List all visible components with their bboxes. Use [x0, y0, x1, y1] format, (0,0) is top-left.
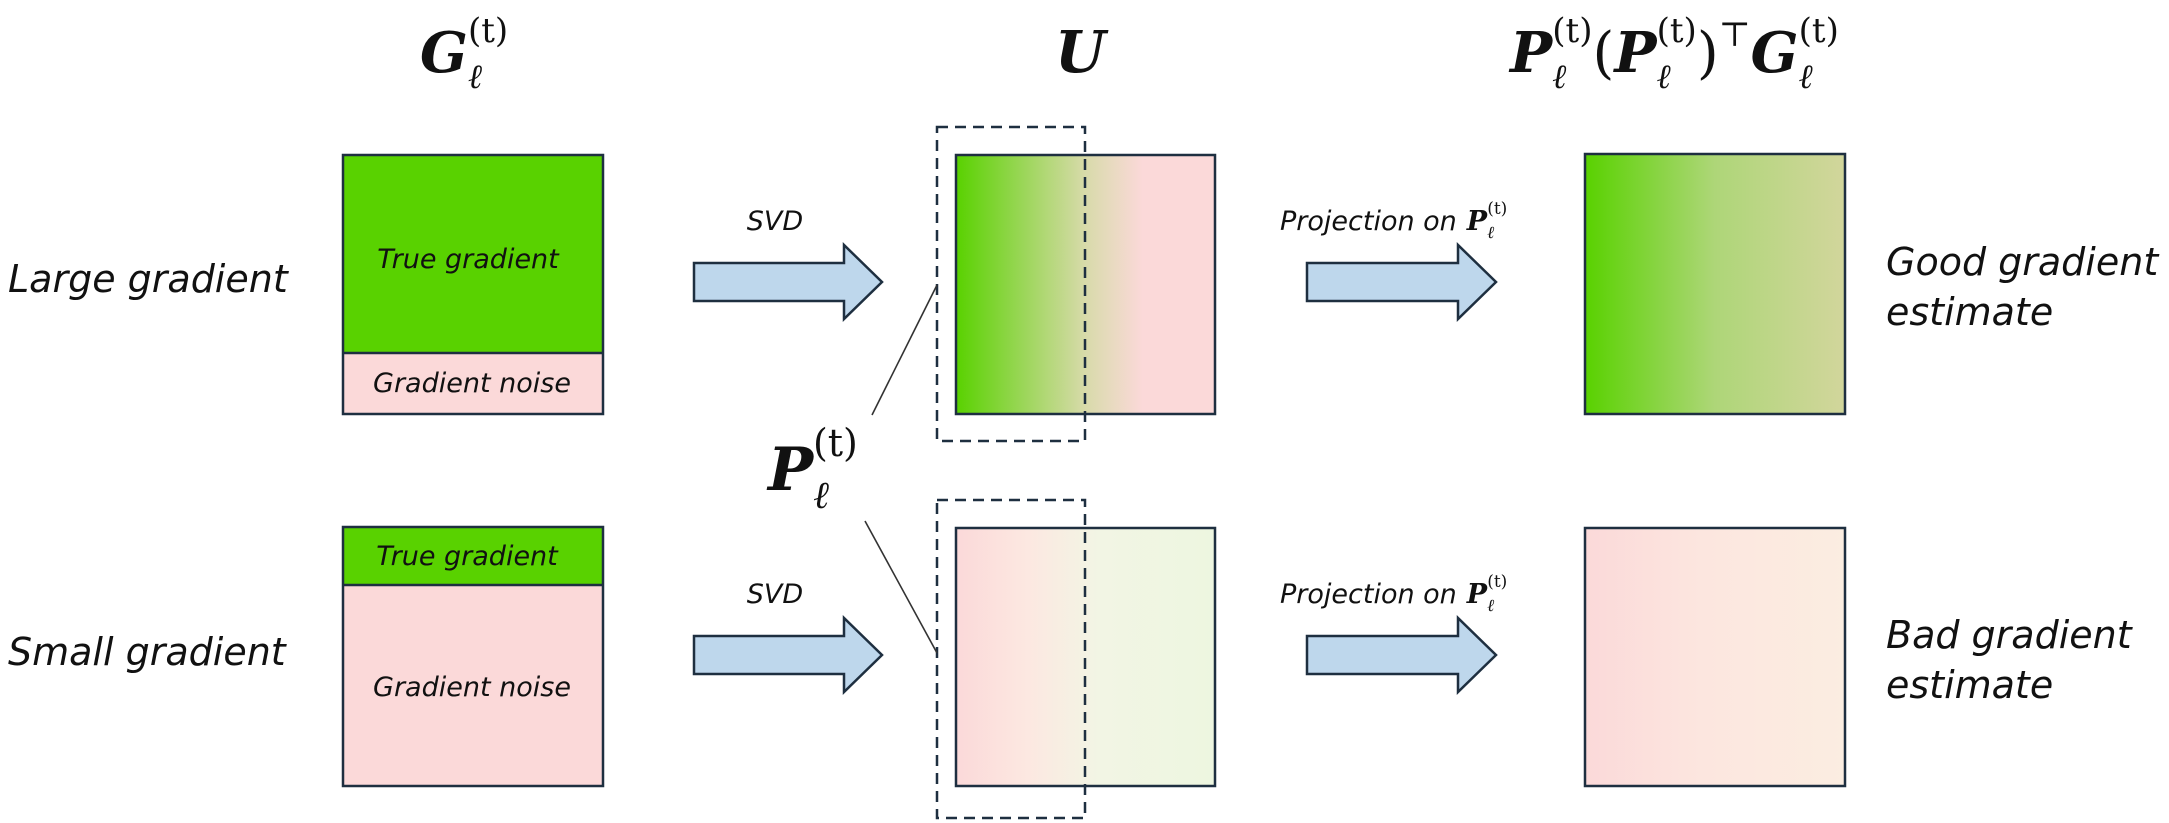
- header-g: Gℓ(t): [420, 11, 508, 97]
- svd-label: SVD: [747, 206, 803, 237]
- estimate-label-good-line1: Good gradient: [1886, 240, 2160, 284]
- true-gradient-label: True gradient: [377, 244, 560, 275]
- header-projection-formula: Pℓ(t)(Pℓ(t))⊤Gℓ(t): [1508, 11, 1839, 97]
- estimate-label-good-line2: estimate: [1886, 290, 2053, 334]
- svd-label: SVD: [747, 579, 803, 610]
- gradient-matrix-large: True gradient Gradient noise: [341, 153, 605, 416]
- u-matrix-small: [954, 526, 1217, 788]
- result-matrix-bad: [1583, 526, 1847, 788]
- p-leader-line-top: [871, 284, 938, 416]
- true-gradient-label: True gradient: [376, 541, 559, 572]
- p-selection-box-row2: [935, 498, 1087, 820]
- svd-arrow-row1: SVD: [692, 206, 884, 322]
- row-label-small-gradient: Small gradient: [8, 630, 288, 674]
- svd-arrow-row2: SVD: [692, 579, 884, 695]
- header-u: U: [1055, 18, 1109, 86]
- true-gradient-block: [343, 155, 603, 353]
- p-leader-line-bottom: [864, 520, 938, 654]
- row-label-large-gradient: Large gradient: [8, 257, 290, 301]
- result-matrix-good: [1583, 152, 1847, 416]
- true-gradient-block: [343, 527, 603, 585]
- gradient-noise-block: [343, 353, 603, 414]
- estimate-label-bad-line1: Bad gradient: [1886, 613, 2134, 657]
- gradient-noise-label: Gradient noise: [373, 368, 571, 399]
- p-matrix-label: Pℓ(t): [766, 421, 858, 517]
- gradient-noise-block: [343, 585, 603, 786]
- gradient-noise-label: Gradient noise: [373, 672, 571, 703]
- gradient-matrix-small: True gradient Gradient noise: [341, 525, 605, 788]
- p-selection-box-row1: [935, 125, 1087, 443]
- estimate-label-bad-line2: estimate: [1886, 663, 2053, 707]
